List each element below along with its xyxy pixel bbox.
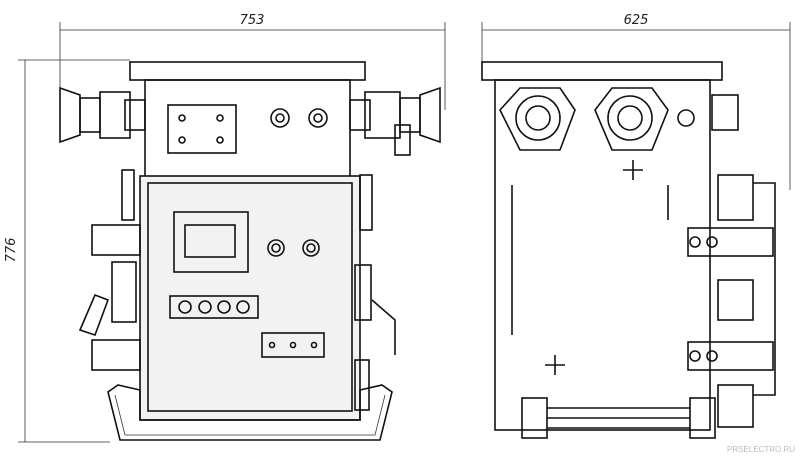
label-plate [261, 332, 325, 358]
knob-2 [302, 239, 320, 257]
dimension-width: 753 [59, 13, 446, 110]
dimension-height: 776 [4, 59, 130, 443]
depth-label: 625 [624, 13, 649, 28]
cross-bolt-1 [623, 160, 643, 180]
dimension-depth: 625 [481, 13, 791, 190]
left-cable-gland [59, 86, 146, 144]
side-view [481, 61, 776, 439]
display-window [173, 211, 249, 273]
button-strip [169, 295, 259, 319]
right-cable-gland [349, 86, 441, 156]
knob-1 [267, 239, 285, 257]
nameplate [167, 104, 237, 154]
skid-base [107, 384, 393, 441]
front-door [139, 175, 361, 421]
handle-lever [78, 293, 110, 337]
top-gland-icons [270, 108, 328, 128]
front-view [59, 61, 441, 441]
watermark: PRSELECTRO.RU [727, 445, 795, 454]
side-gland-1 [499, 87, 576, 151]
height-label: 776 [4, 238, 19, 263]
width-label: 753 [240, 13, 265, 28]
side-gland-2 [594, 87, 669, 151]
cross-bolt-2 [545, 355, 565, 375]
